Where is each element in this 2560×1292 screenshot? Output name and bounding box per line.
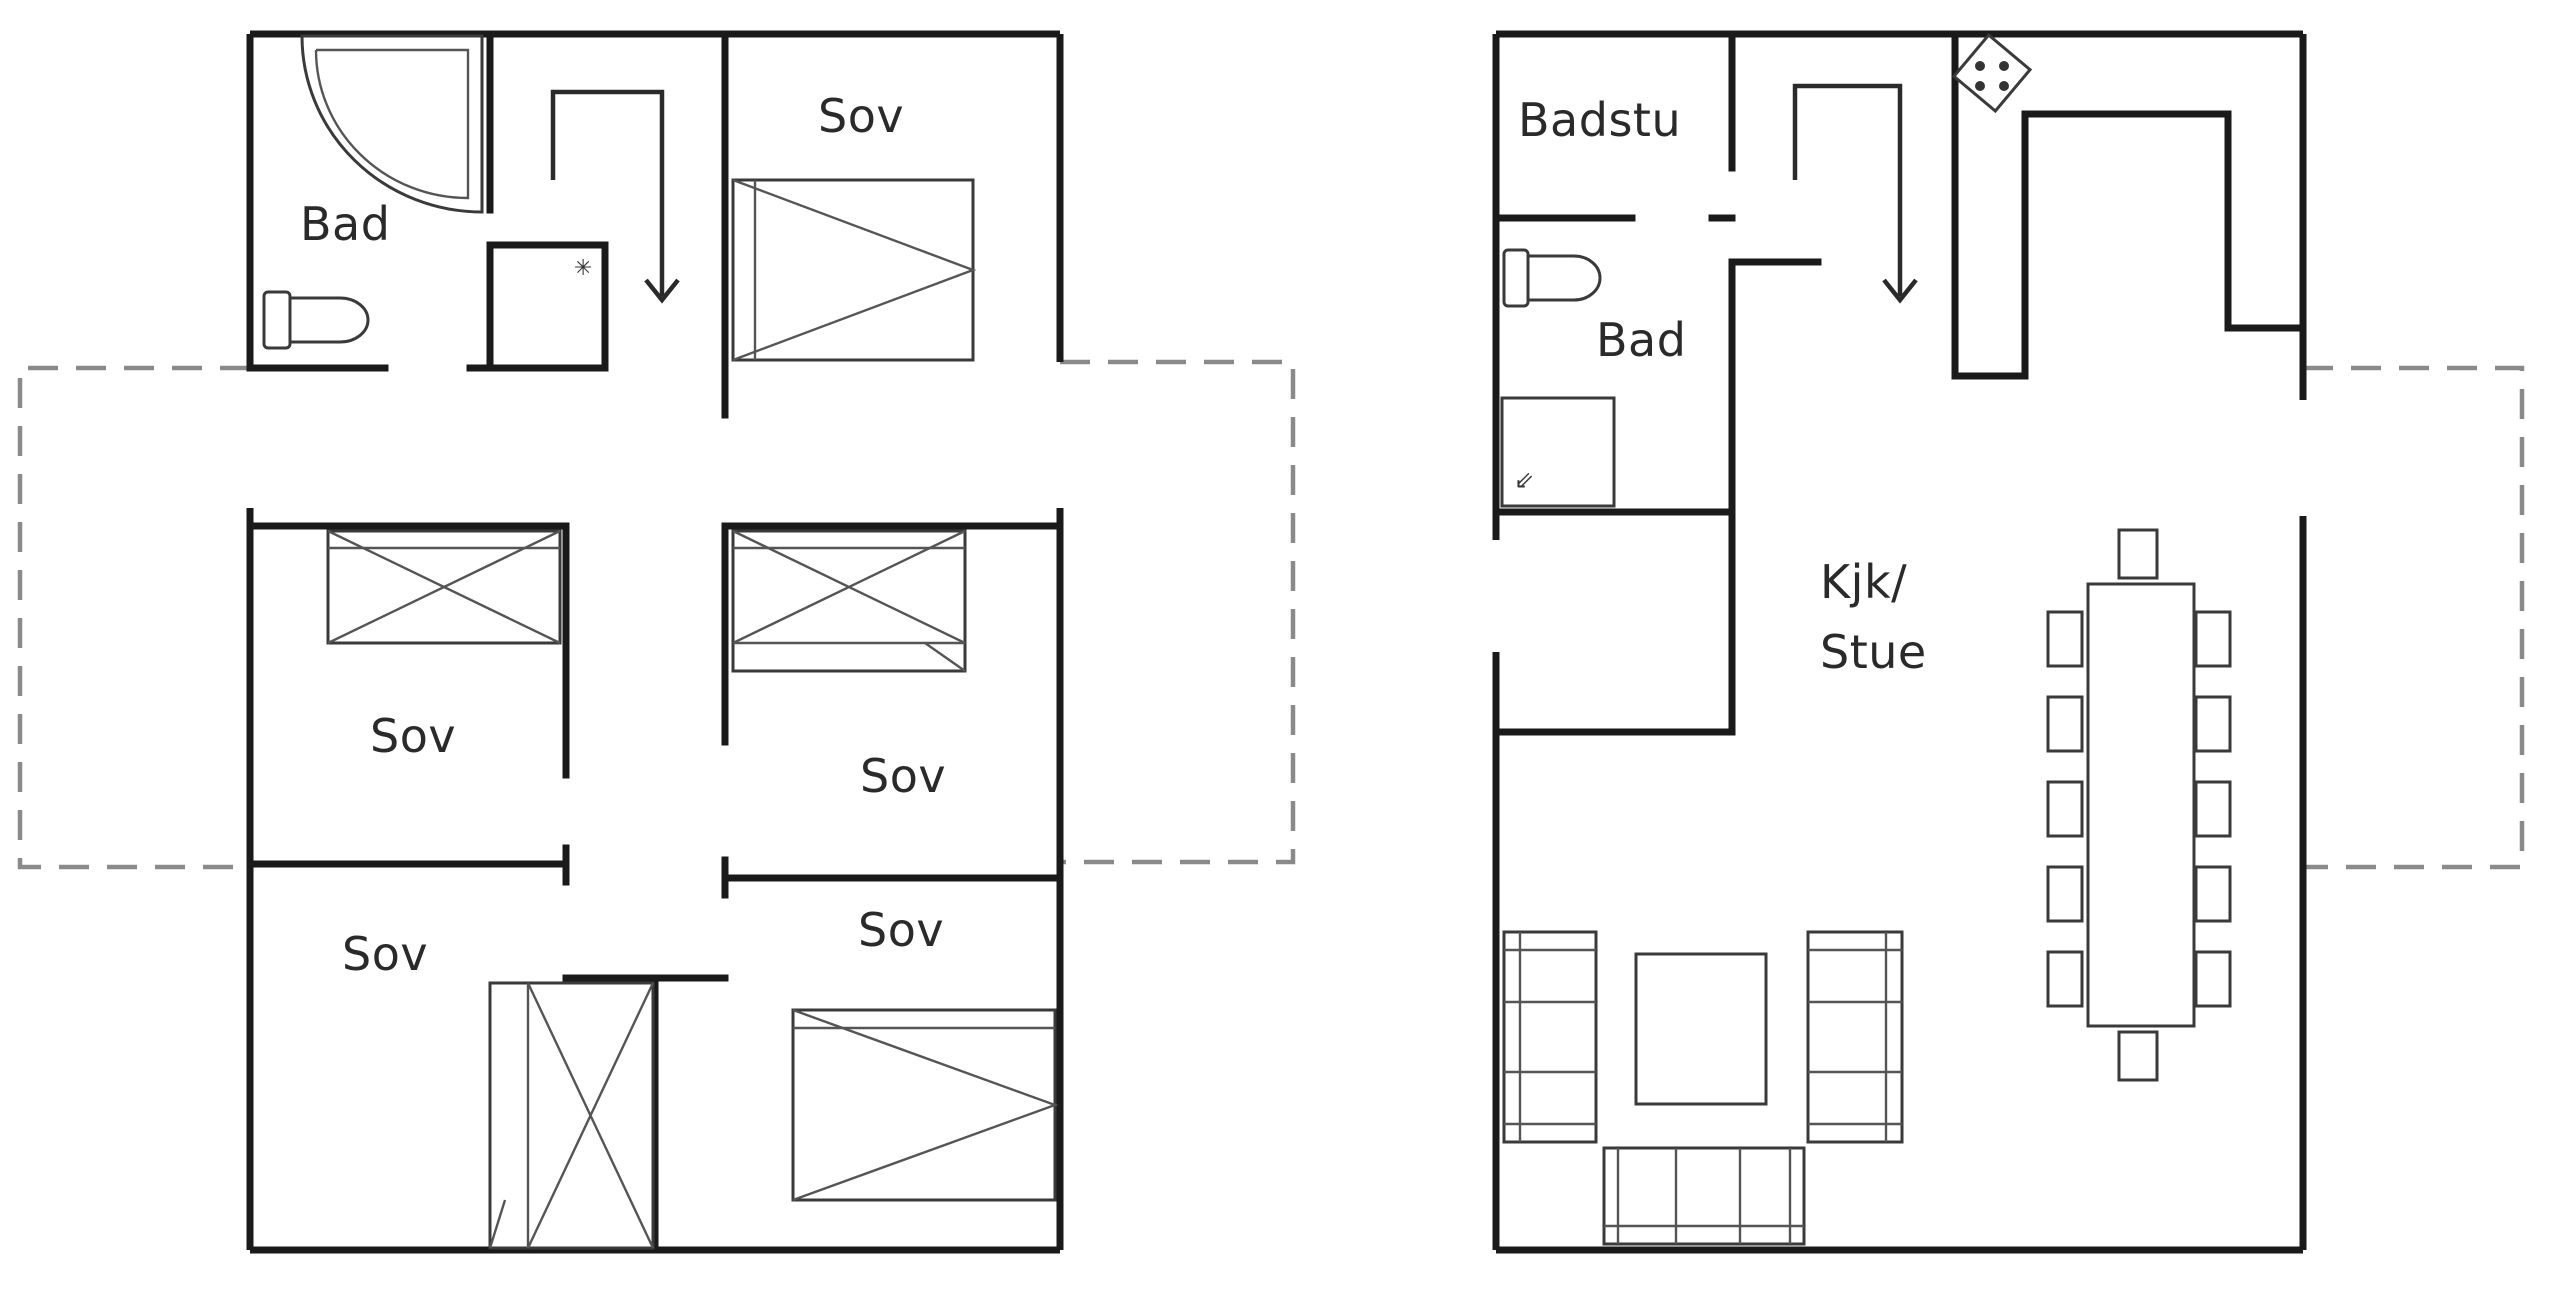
- bed-mid-right: [731, 529, 967, 673]
- dining-chair-right: [2194, 610, 2232, 668]
- coffee-table: [1634, 952, 1768, 1106]
- bed-top-right: [731, 178, 977, 362]
- dining-chair-left: [2046, 695, 2084, 753]
- room-label-ground-bedroom-mid-left: Sov: [370, 709, 456, 763]
- upper-floor-plan: ⇙: [1492, 30, 2525, 1254]
- upper-stairs-arrow: [1792, 83, 1918, 304]
- ground-stairs-arrow: [550, 89, 680, 304]
- dining-chair-left: [2046, 780, 2084, 838]
- dining-chair-head-bottom: [2117, 1030, 2159, 1082]
- bed-bottom-left: [488, 981, 655, 1250]
- dining-chair-right: [2194, 695, 2232, 753]
- bed-mid-left: [326, 529, 562, 645]
- corner-shower-icon: [300, 34, 484, 214]
- stove-icon: [1951, 32, 2033, 114]
- room-label-ground-bedroom-mid-right: Sov: [860, 749, 946, 803]
- dining-chair-right: [2194, 780, 2232, 838]
- dining-chair-right: [2194, 865, 2232, 923]
- dining-chair-head-top: [2117, 528, 2159, 580]
- dining-chair-left: [2046, 610, 2084, 668]
- room-label-kitchen-line1: Kjk/: [1820, 555, 1907, 609]
- sofa-right: [1806, 930, 1904, 1144]
- sofa-bottom: [1602, 1146, 1806, 1246]
- dining-chair-left: [2046, 865, 2084, 923]
- room-label-upper-sauna: Badstu: [1518, 93, 1681, 147]
- upper-bath-fixtures: ⇙: [1500, 248, 1616, 508]
- room-label-ground-bath: Bad: [300, 197, 390, 251]
- toilet-icon: [262, 290, 370, 350]
- dining-chairs-left: [2046, 610, 2084, 1008]
- room-label-ground-bedroom-bottom-right: Sov: [858, 903, 944, 957]
- sofa-left: [1502, 930, 1598, 1144]
- ground-floor-plan: ✳: [17, 30, 1296, 1254]
- ground-beds: [326, 178, 1059, 1250]
- upper-interior-walls: [1492, 30, 2307, 736]
- dining-chair-left: [2046, 950, 2084, 1008]
- bed-bottom-right: [791, 1008, 1059, 1202]
- dining-chair-right: [2194, 950, 2232, 1008]
- toilet-icon-upper: [1502, 248, 1602, 308]
- room-label-ground-bedroom-top: Sov: [818, 89, 904, 143]
- upper-outer-walls: [1492, 30, 2307, 1254]
- ground-terrace-outline: [17, 359, 1296, 870]
- ground-bath-fixtures: ✳: [262, 34, 592, 350]
- living-room-furniture: [1502, 930, 1904, 1246]
- shower-tray-upper: [1500, 396, 1616, 508]
- room-label-ground-bedroom-bottom-left: Sov: [342, 927, 428, 981]
- room-label-upper-bath: Bad: [1596, 313, 1686, 367]
- drain-icon: ✳: [574, 256, 592, 281]
- room-label-kitchen-line2: Stue: [1820, 625, 1927, 679]
- ground-interior-walls: [246, 30, 1064, 1254]
- drain-icon-upper: ⇙: [1514, 466, 1534, 494]
- dining-set: [2046, 528, 2232, 1082]
- upper-terrace-outline: [2303, 365, 2525, 870]
- dining-table: [2086, 582, 2196, 1028]
- dining-chairs-right: [2194, 610, 2232, 1008]
